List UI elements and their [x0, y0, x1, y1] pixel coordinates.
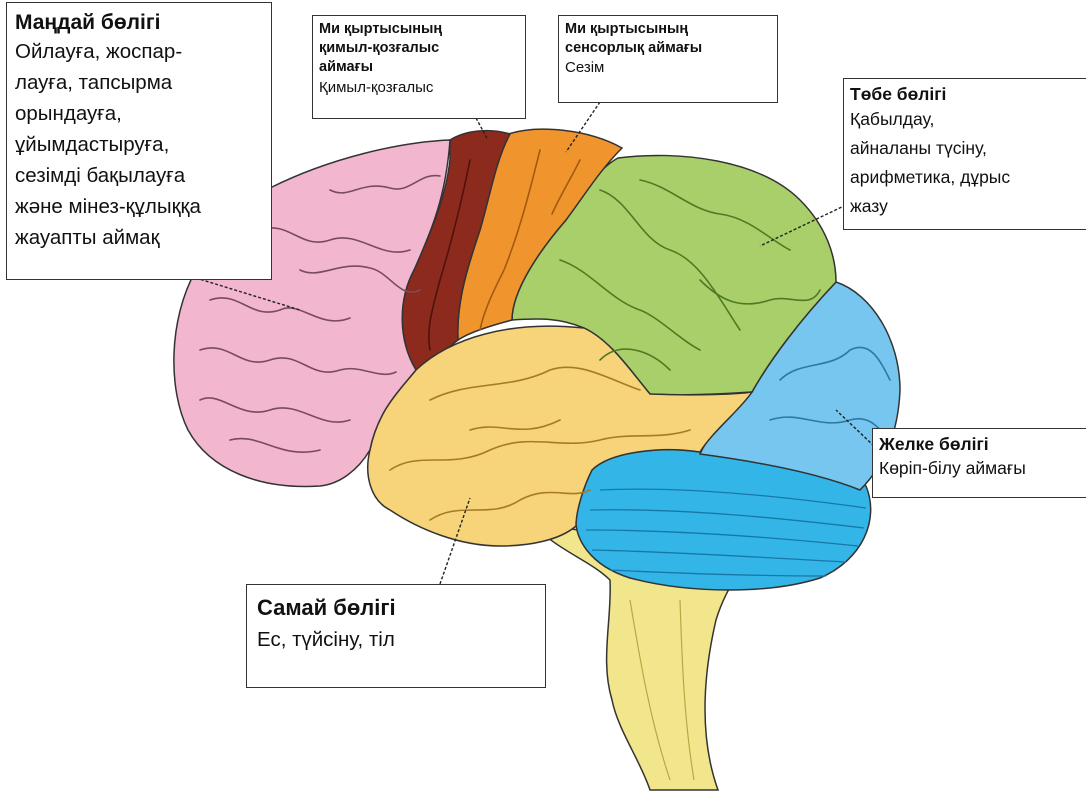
temporal-lobe-description: Ес, түйсіну, тіл: [257, 623, 535, 657]
motor-area-label: Ми қыртысының қимыл-қозғалыс аймағы Қимы…: [312, 15, 526, 119]
sensory-area-label: Ми қыртысының сенсорлық аймағы Сезім: [558, 15, 778, 103]
occipital-lobe-title: Желке бөлігі: [879, 433, 1086, 456]
motor-area-title: Ми қыртысының қимыл-қозғалыс аймағы: [319, 20, 519, 77]
parietal-lobe-title: Төбе бөлігі: [850, 83, 1086, 105]
parietal-lobe-label: Төбе бөлігі Қабылдау, айналаны түсіну, а…: [843, 78, 1086, 230]
motor-area-description: Қимыл-қозғалыс: [319, 77, 519, 99]
frontal-lobe-title: Маңдай бөлігі: [15, 9, 263, 36]
temporal-lobe-label: Самай бөлігі Ес, түйсіну, тіл: [246, 584, 546, 688]
sensory-area-description: Сезім: [565, 58, 771, 78]
sensory-area-title: Ми қыртысының сенсорлық аймағы: [565, 20, 771, 58]
parietal-lobe-description: Қабылдау, айналаны түсіну, арифметика, д…: [850, 105, 1086, 221]
frontal-lobe-description: Ойлауға, жоспар- лауға, тапсырма орындау…: [15, 36, 263, 253]
temporal-lobe-title: Самай бөлігі: [257, 593, 535, 623]
occipital-lobe-description: Көріп-білу аймағы: [879, 456, 1086, 480]
occipital-lobe-label: Желке бөлігі Көріп-білу аймағы: [872, 428, 1086, 498]
frontal-lobe-label: Маңдай бөлігі Ойлауға, жоспар- лауға, та…: [6, 2, 272, 280]
